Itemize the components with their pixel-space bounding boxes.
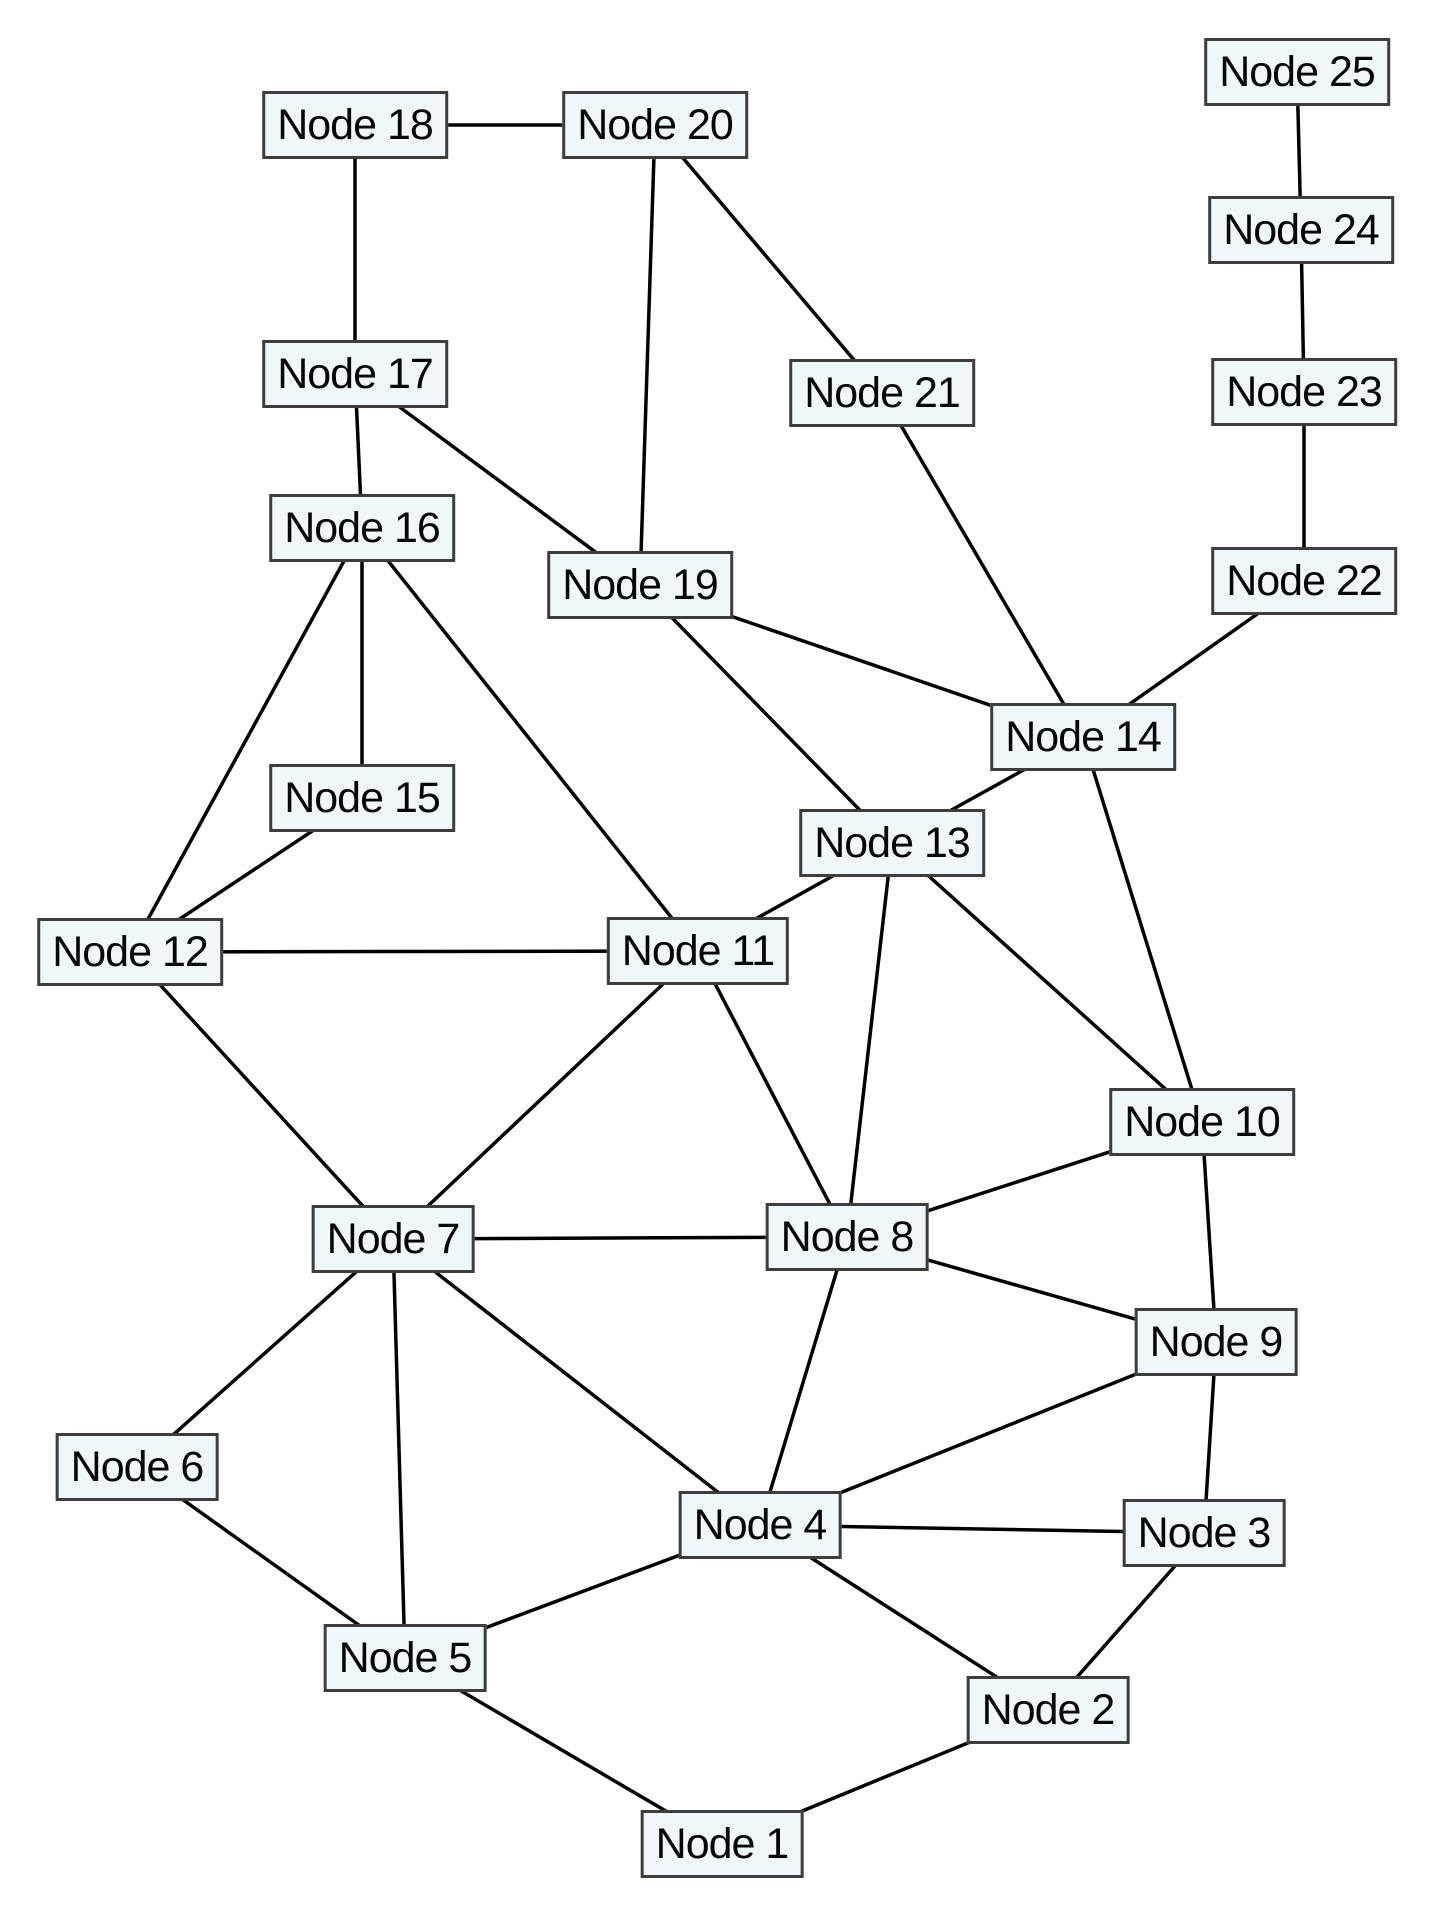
node-box-4[interactable]: Node 4 [678,1491,842,1559]
node-box-12[interactable]: Node 12 [37,918,223,986]
edge-20-19 [638,124,657,586]
edge-13-8 [845,842,894,1238]
node-label: Node 4 [693,1501,828,1549]
node-label: Node 24 [1223,206,1380,254]
node-box-7[interactable]: Node 7 [311,1205,475,1273]
edge-12-7 [128,950,395,1241]
node-label: Node 6 [70,1443,205,1491]
node-box-18[interactable]: Node 18 [262,91,448,159]
edge-11-7 [391,949,700,1241]
node-label: Node 20 [577,101,734,149]
node-label: Node 1 [655,1820,790,1868]
edge-20-21 [653,123,884,395]
node-box-25[interactable]: Node 25 [1204,38,1390,106]
node-label: Node 10 [1124,1098,1281,1146]
node-box-14[interactable]: Node 14 [990,703,1176,771]
node-box-11[interactable]: Node 11 [606,917,790,985]
edge-7-4 [391,1237,762,1527]
node-label: Node 5 [338,1634,473,1682]
node-label: Node 8 [780,1213,915,1261]
node-label: Node 15 [284,774,441,822]
edge-17-19 [353,372,642,587]
edge-12-11 [129,949,699,954]
node-box-13[interactable]: Node 13 [799,809,985,877]
node-box-16[interactable]: Node 16 [269,494,455,562]
node-label: Node 23 [1226,368,1383,416]
node-label: Node 16 [284,504,441,552]
node-box-19[interactable]: Node 19 [547,551,733,619]
node-box-21[interactable]: Node 21 [789,359,975,427]
node-label: Node 22 [1226,557,1383,605]
node-label: Node 21 [804,369,961,417]
node-label: Node 13 [814,819,971,867]
edge-13-10 [890,841,1204,1124]
node-box-9[interactable]: Node 9 [1134,1308,1298,1376]
edge-7-5 [391,1238,407,1659]
node-label: Node 12 [52,928,209,976]
node-box-5[interactable]: Node 5 [323,1624,487,1692]
node-label: Node 14 [1005,713,1162,761]
edge-10-9 [1200,1121,1218,1343]
edge-11-8 [696,950,849,1238]
node-box-6[interactable]: Node 6 [55,1433,219,1501]
edge-21-14 [880,392,1085,738]
edge-7-6 [135,1237,395,1469]
node-label: Node 7 [326,1215,461,1263]
node-box-20[interactable]: Node 20 [562,91,748,159]
node-box-10[interactable]: Node 10 [1109,1088,1295,1156]
edge-16-11 [360,526,700,953]
node-label: Node 2 [981,1686,1116,1734]
node-box-22[interactable]: Node 22 [1211,547,1397,615]
node-box-2[interactable]: Node 2 [966,1676,1130,1744]
node-box-3[interactable]: Node 3 [1122,1499,1286,1567]
edge-8-4 [758,1236,849,1526]
node-label: Node 25 [1219,48,1376,96]
edge-19-13 [638,583,894,845]
node-box-24[interactable]: Node 24 [1208,196,1394,264]
edge-16-12 [128,527,364,953]
node-box-1[interactable]: Node 1 [640,1810,804,1878]
node-label: Node 9 [1149,1318,1284,1366]
node-label: Node 11 [621,927,775,975]
node-box-15[interactable]: Node 15 [269,764,455,832]
node-label: Node 18 [277,101,434,149]
node-box-23[interactable]: Node 23 [1211,358,1397,426]
node-label: Node 19 [562,561,719,609]
edge-14-10 [1081,736,1204,1123]
node-label: Node 17 [277,350,434,398]
node-box-8[interactable]: Node 8 [765,1203,929,1271]
node-box-17[interactable]: Node 17 [262,340,448,408]
node-label: Node 3 [1137,1509,1272,1557]
